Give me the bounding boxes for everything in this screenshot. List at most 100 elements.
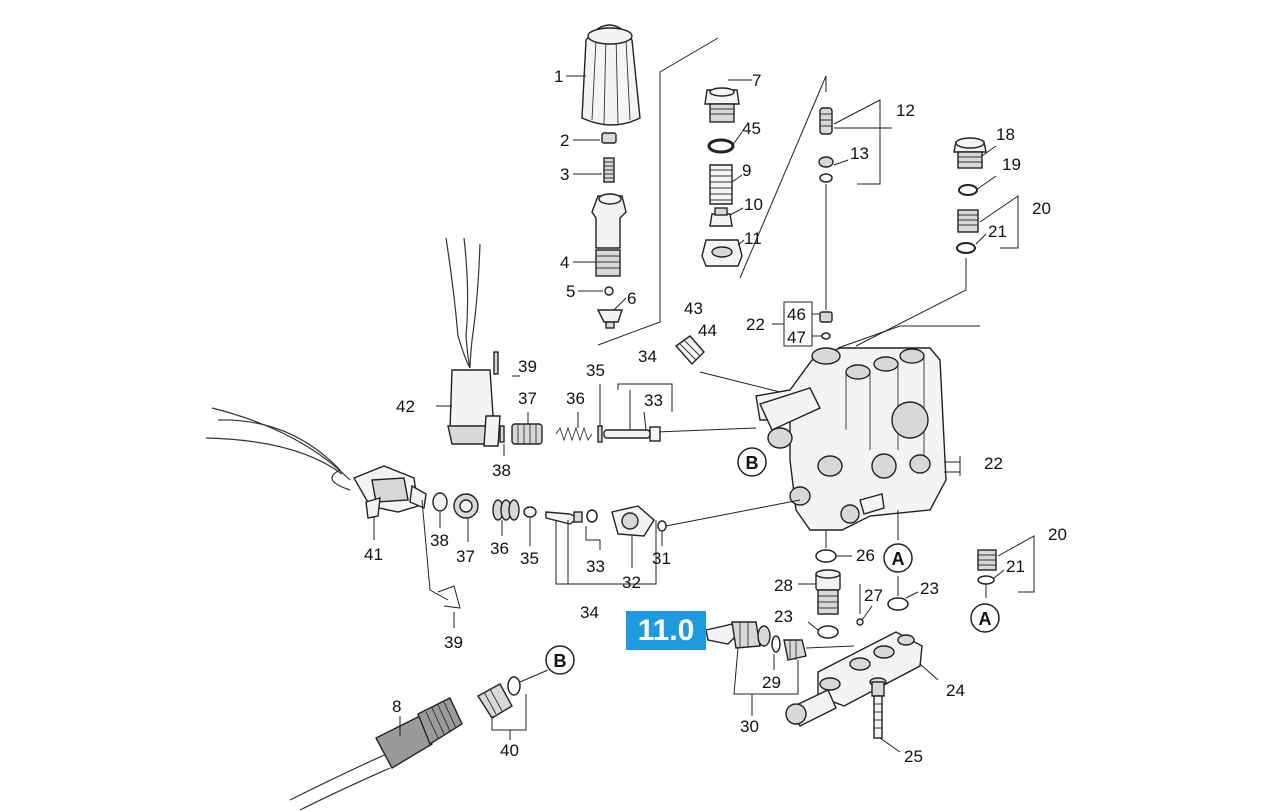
svg-text:A: A [892,549,905,569]
part-spring-36-top [555,426,593,442]
part-oring-21 [956,242,976,254]
callout-45: 45 [742,119,761,138]
callout-39-bottom: 39 [444,633,463,652]
part-seat [596,309,623,329]
callout-39-top: 39 [518,357,537,376]
callout-40: 40 [500,741,519,760]
part-pressure-switch-42 [445,237,501,447]
part-nut-7 [704,87,740,123]
callout-34-top: 34 [638,347,657,366]
callout-29: 29 [762,673,781,692]
part-fitting-30 [705,621,771,649]
callout-3: 3 [560,165,569,184]
part-hose-8 [289,697,463,811]
part-oring-21-right [977,575,995,585]
part-washer-35-bottom [523,506,537,518]
callout-27: 27 [864,586,883,605]
callout-35-bottom: 35 [520,549,539,568]
part-valve-28 [815,569,841,615]
part-oring-47 [821,332,831,340]
callout-42: 42 [396,397,415,416]
part-oring-31 [657,520,667,532]
callout-21-top: 21 [988,222,1007,241]
part-plug-46 [819,311,833,323]
callout-33-bottom: 33 [586,557,605,576]
part-nut-32 [611,505,655,537]
part-fitting-37-top [511,423,543,445]
callout-33-top: 33 [644,391,663,410]
part-knob-cap [581,24,641,126]
part-oring-23-right [887,597,909,611]
callout-6: 6 [627,289,636,308]
part-oring-29-a [771,635,781,653]
part-oring-45 [707,138,735,154]
part-ball-27 [856,618,864,626]
part-oring-23-left [817,625,839,639]
callout-30: 30 [740,717,759,736]
marker-b-bottom: B [545,645,575,675]
svg-text:A: A [979,609,992,629]
part-washer-38-bottom [432,492,448,512]
callout-37-top: 37 [518,389,537,408]
part-ball [604,286,614,296]
part-bolt-25 [869,677,887,739]
callout-18: 18 [996,125,1015,144]
part-coupler-40 [477,676,521,719]
callout-1: 1 [554,67,563,86]
callout-31: 31 [652,549,671,568]
callout-38-bottom: 38 [430,531,449,550]
part-spring-36-bottom [492,499,520,521]
part-washer-35-top [597,425,603,443]
callout-36-top: 36 [566,389,585,408]
callout-10: 10 [744,195,763,214]
callout-46: 46 [787,305,806,324]
callout-23-left: 23 [774,607,793,626]
svg-text:B: B [746,453,759,473]
callout-19: 19 [1002,155,1021,174]
marker-a-mid: A [883,543,913,573]
part-oring-19 [958,184,978,196]
callout-24: 24 [946,681,965,700]
callout-28: 28 [774,576,793,595]
callout-37-bottom: 37 [456,547,475,566]
callout-21-bottom: 21 [1006,557,1025,576]
part-trigger-gun-41 [205,407,427,519]
part-hexnut-11 [701,239,743,267]
callout-8: 8 [392,697,401,716]
callout-13: 13 [850,144,869,163]
callout-41: 41 [364,545,383,564]
svg-text:B: B [554,651,567,671]
callout-4: 4 [560,253,569,272]
callout-22-right: 22 [984,454,1003,473]
callout-38-top: 38 [492,461,511,480]
callout-44: 44 [698,321,717,340]
part-washer-13 [818,156,834,183]
callout-25: 25 [904,747,923,766]
part-oring-33-bottom [586,509,598,523]
marker-b-top: B [737,447,767,477]
highlighted-part-badge[interactable]: 11.0 [626,611,706,650]
callout-47: 47 [787,328,806,347]
callout-23-right: 23 [920,579,939,598]
callout-labels: 1 2 3 4 5 6 7 45 9 10 11 12 13 18 19 20 … [364,67,1067,766]
part-clip-39-bottom [421,499,461,609]
callout-2: 2 [560,131,569,150]
part-spring-small [603,157,615,183]
part-valve-block-24 [785,631,923,727]
part-spring-9 [709,164,733,205]
callout-20-top: 20 [1032,199,1051,218]
part-rod-34-top [603,426,661,442]
callout-36-bottom: 36 [490,539,509,558]
callout-7: 7 [752,71,761,90]
part-valve-29-b [783,639,807,661]
callout-11: 11 [744,229,762,248]
callout-9: 9 [742,161,751,180]
part-screw-12 [819,107,833,135]
part-rod-34-bottom [545,511,583,525]
callout-34-bottom: 34 [580,603,599,622]
part-plug-18 [953,137,987,169]
part-clip-39-top [493,351,499,375]
callout-35-top: 35 [586,361,605,380]
part-valve-20-right [977,549,997,571]
